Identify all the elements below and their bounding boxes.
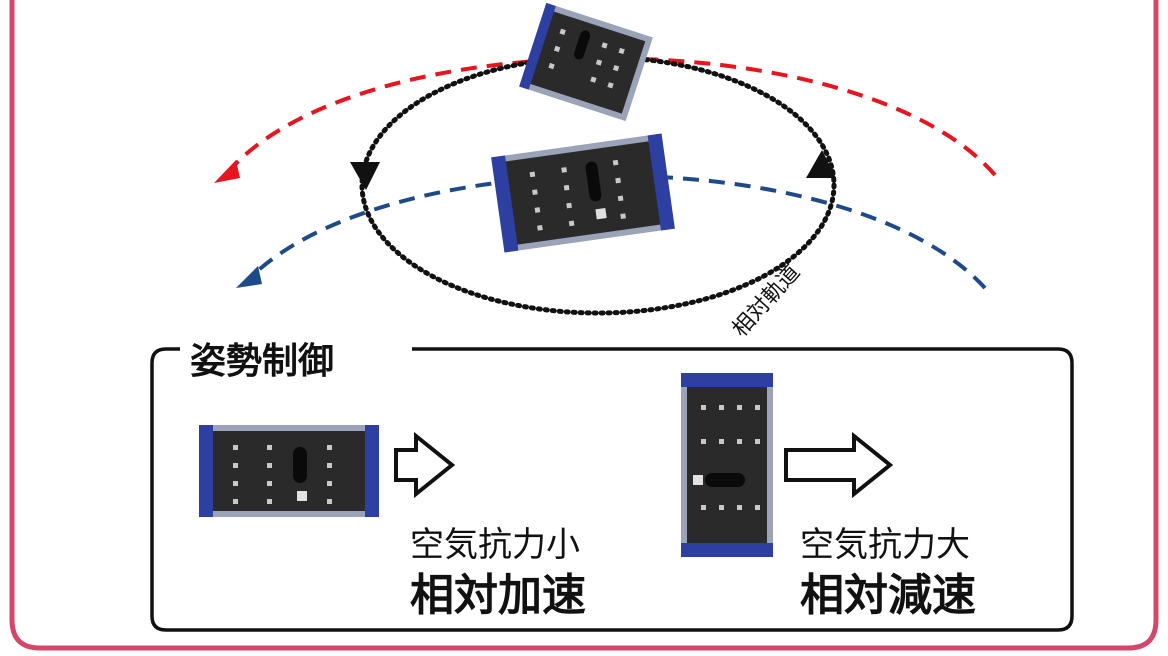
right-drag-label: 空気抗力大: [800, 525, 970, 565]
right-result-label: 相対減速: [800, 570, 976, 621]
satellite-top: [519, 2, 653, 122]
relative-orbit-arrowhead-right: [806, 150, 836, 178]
left-drag-label: 空気抗力小: [410, 525, 580, 565]
right-hollow-arrow: [784, 431, 894, 499]
upper-orbit-arrowhead: [214, 160, 240, 183]
left-hollow-arrow: [394, 431, 456, 499]
attitude-control-box: [150, 347, 1074, 632]
satellite-low-drag: [199, 425, 379, 517]
left-result-label: 相対加速: [410, 570, 586, 621]
relative-orbit-arrowhead-left: [350, 162, 380, 190]
outer-frame: [9, 0, 1159, 651]
satellite-high-drag: [681, 373, 773, 557]
attitude-control-title: 姿勢制御: [190, 341, 334, 382]
relative-orbit-label: 相対軌道: [728, 260, 805, 342]
lower-orbit-arrowhead: [236, 266, 262, 288]
satellite-middle: [491, 133, 675, 253]
